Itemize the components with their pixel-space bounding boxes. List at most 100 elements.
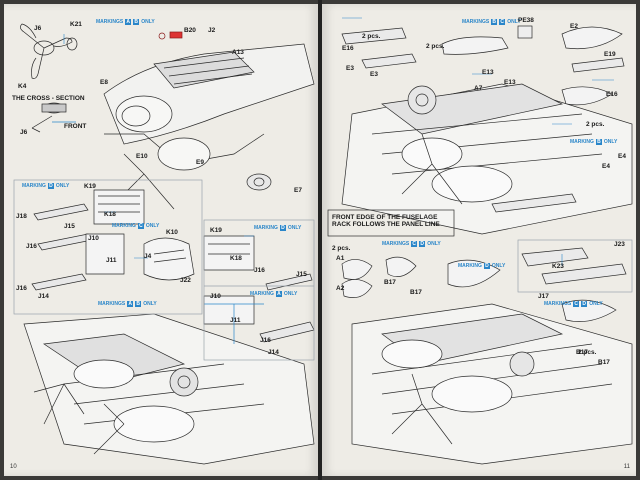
nose-parts-drawing [341,247,627,298]
part-label: E4 [602,163,610,170]
marking-badge: C [137,223,144,229]
marking-text: MARKING [250,291,274,297]
aircraft-bottom-drawing-right [351,299,633,465]
propeller-drawing [20,23,78,79]
part-label: E13 [482,69,494,76]
part-label: J2 [208,27,216,34]
part-label: E8 [100,79,108,86]
part-label: E13 [504,79,516,86]
right-page-line-art [327,17,633,465]
part-label: B17 [410,289,422,296]
marking-text: MARKINGS [462,19,490,25]
marking-badge: D [483,263,490,269]
marking-tag-c: MARKING C ONLY [112,222,159,230]
marking-suffix: ONLY [491,263,506,269]
part-label: B20 [184,27,196,34]
part-label: E10 [136,153,148,160]
marking-suffix: ONLY [507,19,521,25]
marking-badge: A [275,291,282,297]
part-label: J18 [16,213,27,220]
marking-badge: B [135,301,142,307]
marking-badge: B [133,19,140,25]
marking-text: MARKINGS [544,301,572,307]
marking-text: MARKINGS [96,19,124,25]
marking-badge: D [419,241,426,247]
part-label: E16 [606,91,618,98]
part-label: E19 [604,51,616,58]
quantity-note: 2 pcs. [332,245,351,252]
aircraft-nose-drawing [103,43,315,210]
instruction-page-left: MARKINGS A B ONLY MARKING D ONLY MARKING… [4,4,318,476]
page-number: 11 [623,464,630,470]
marking-badge: B [595,139,602,145]
part-label: A13 [232,49,244,56]
cross-section-detail [31,102,76,133]
part-label: E4 [618,153,626,160]
part-label: E3 [370,71,378,78]
part-label: J16 [26,243,37,250]
gun-detail-drawing [31,189,315,343]
cross-section-title: THE CROSS - SECTION [12,95,85,102]
part-label: J16 [260,337,271,344]
part-label: J22 [180,277,191,284]
part-label: A7 [474,85,483,92]
part-label: J23 [614,241,625,248]
marking-badge: C [499,19,506,25]
part-label: J11 [106,257,117,264]
part-label: J4 [144,253,152,260]
marking-suffix: ONLY [603,139,618,145]
marking-suffix: ONLY [141,19,155,25]
marking-badge: A [125,19,132,25]
aircraft-top-drawing [341,83,633,235]
part-label: K23 [552,263,564,270]
marking-suffix: ONLY [143,301,157,307]
part-label: B17 [384,279,396,286]
page-number: 10 [10,464,17,470]
part-label: B17 [598,359,610,366]
part-label: A1 [336,255,345,262]
part-label: E16 [342,45,354,52]
part-label: J15 [64,223,75,230]
part-label: K19 [84,183,96,190]
part-label: K18 [230,255,242,262]
marking-tag-ab-top: MARKINGS A B ONLY [96,18,155,26]
part-label: K4 [18,83,27,90]
quantity-note: 2 pcs. [426,43,445,50]
marking-badge: C [573,301,580,307]
fuselage-rack-note: FRONT EDGE OF THE FUSELAGE RACK FOLLOWS … [332,214,440,229]
marking-tag-d2: MARKING D ONLY [254,224,301,232]
part-label: PE38 [518,17,534,24]
marking-tag-cd: MARKINGS C D ONLY [382,240,441,248]
part-label: E7 [294,187,302,194]
marking-tag-d: MARKING D ONLY [22,182,69,190]
marking-text: MARKINGS [98,301,126,307]
quantity-note: 2 pcs. [578,349,597,356]
marking-tag-cd2: MARKINGS C D ONLY [544,300,603,308]
part-label: J16 [16,285,27,292]
marking-text: MARKING [22,183,46,189]
part-label: E9 [196,159,204,166]
left-page-line-art [13,23,315,465]
part-label: J15 [296,271,307,278]
marking-text: MARKING [458,263,482,269]
marking-suffix: ONLY [55,183,70,189]
part-label: E3 [346,65,354,72]
marking-text: MARKING [112,223,136,229]
part-label: J16 [254,267,265,274]
part-label: J6 [34,25,42,32]
marking-text: MARKING [254,225,278,231]
marking-badge: D [47,183,54,189]
red-part-highlight [169,31,183,39]
part-label: J14 [38,293,49,300]
part-label: J11 [230,317,241,324]
marking-badge: C [411,241,418,247]
aircraft-bottom-drawing [23,303,315,465]
part-label: K21 [70,21,82,28]
marking-badge: A [127,301,134,307]
part-label: K18 [104,211,116,218]
marking-tag-b: MARKING B ONLY [570,138,617,146]
instruction-page-right: MARKINGS B C ONLY MARKING B ONLY MARKING… [322,4,636,476]
front-label: FRONT [64,123,87,130]
part-label: K19 [210,227,222,234]
marking-suffix: ONLY [145,223,160,229]
